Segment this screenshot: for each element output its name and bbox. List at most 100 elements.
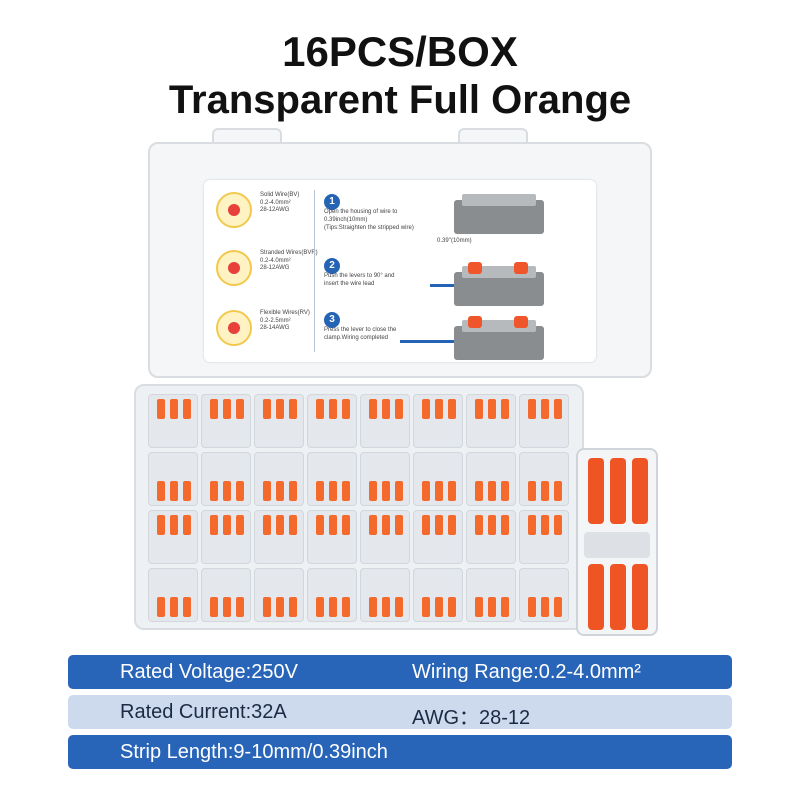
lever <box>475 597 483 617</box>
lever <box>183 399 191 419</box>
connector-slot <box>201 568 251 622</box>
lever <box>170 481 178 501</box>
connector-slot <box>201 510 251 564</box>
connector-grid <box>148 394 569 622</box>
lever <box>183 515 191 535</box>
lever <box>382 515 390 535</box>
wire-type-stranded: Stranded Wires(BVR) 0.2-4.0mm² 28-12AWG <box>216 250 318 286</box>
lever <box>329 515 337 535</box>
lever <box>210 515 218 535</box>
lever <box>236 515 244 535</box>
lever <box>468 262 482 274</box>
lever <box>395 481 403 501</box>
lever <box>448 597 456 617</box>
lever <box>276 481 284 501</box>
connector-slot <box>307 510 357 564</box>
lever <box>157 515 165 535</box>
lever <box>632 564 648 630</box>
step-text: Open the housing of wire to 0.39inch(10m… <box>324 209 414 231</box>
lever <box>382 481 390 501</box>
connector-sample <box>576 448 658 636</box>
lever <box>528 399 536 419</box>
lever <box>183 597 191 617</box>
wire-type-label: Solid Wire(BV) 0.2-4.0mm² 28-12AWG <box>260 192 300 213</box>
lever <box>316 515 324 535</box>
connector-slot <box>148 452 198 506</box>
connector-slot <box>360 510 410 564</box>
lever <box>329 597 337 617</box>
step-1: 1 Open the housing of wire to 0.39inch(1… <box>324 194 440 232</box>
lever <box>210 597 218 617</box>
box-latch-right <box>458 128 528 146</box>
lever <box>610 564 626 630</box>
lever <box>157 597 165 617</box>
lever <box>422 399 430 419</box>
lever <box>329 481 337 501</box>
spec-strip-length: Strip Length:9-10mm/0.39inch <box>120 741 388 763</box>
lever <box>316 597 324 617</box>
lever <box>541 481 549 501</box>
strip-length-label: 0.39''(10mm) <box>437 238 472 244</box>
lever <box>448 399 456 419</box>
lever <box>514 262 528 274</box>
connector-slot <box>413 568 463 622</box>
lever <box>488 399 496 419</box>
connector-slot <box>519 452 569 506</box>
title-quantity: 16PCS/BOX <box>282 28 518 75</box>
lever <box>632 458 648 524</box>
connector-slot <box>254 452 304 506</box>
connector-slot <box>148 568 198 622</box>
lever <box>554 515 562 535</box>
spec-awg: AWG：28-12 <box>412 707 531 729</box>
lever <box>488 481 496 501</box>
connector-slot <box>307 452 357 506</box>
spec-row-voltage: Rated Voltage:250V Wiring Range:0.2-4.0m… <box>68 655 732 689</box>
flexible-wire-icon <box>216 310 252 346</box>
lever <box>468 316 482 328</box>
lever <box>236 481 244 501</box>
step-3: 3 Press the lever to close the clamp.Wir… <box>324 312 440 342</box>
lever <box>289 597 297 617</box>
step-2: 2 Push the levers to 90° and insert the … <box>324 258 440 288</box>
connector-slot <box>413 510 463 564</box>
lever <box>223 515 231 535</box>
lever <box>289 399 297 419</box>
lever <box>263 597 271 617</box>
solid-wire-icon <box>216 192 252 228</box>
connector-slot <box>254 510 304 564</box>
lever <box>210 399 218 419</box>
lever <box>157 399 165 419</box>
connector-slot <box>148 510 198 564</box>
lever <box>223 597 231 617</box>
lever <box>448 481 456 501</box>
stranded-wire-icon <box>216 250 252 286</box>
connector-housing <box>584 532 650 558</box>
spec-wiring-range: Wiring Range:0.2-4.0mm² <box>412 661 641 683</box>
lever <box>289 515 297 535</box>
step-text: Press the lever to close the clamp.Wirin… <box>324 327 397 341</box>
step-number: 3 <box>324 312 340 328</box>
lever <box>488 597 496 617</box>
connector-slot <box>413 394 463 448</box>
connector-slot <box>148 394 198 448</box>
connector-slot <box>254 394 304 448</box>
lever <box>448 515 456 535</box>
lever <box>316 481 324 501</box>
step-number: 1 <box>324 194 340 210</box>
lever <box>528 481 536 501</box>
lever <box>475 481 483 501</box>
connector-slot <box>360 452 410 506</box>
connector-slot <box>519 568 569 622</box>
lever <box>170 399 178 419</box>
lever <box>342 597 350 617</box>
lever <box>316 399 324 419</box>
lever <box>223 481 231 501</box>
step-number: 2 <box>324 258 340 274</box>
connector-slot <box>307 568 357 622</box>
connector-slot <box>519 394 569 448</box>
spec-row-current: Rated Current:32A AWG：28-12 <box>68 695 732 729</box>
connector-slot <box>307 394 357 448</box>
lever <box>276 597 284 617</box>
lever <box>157 481 165 501</box>
lever <box>435 597 443 617</box>
